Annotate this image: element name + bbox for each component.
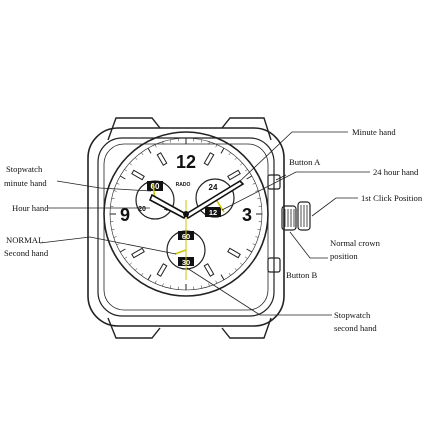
minute-tick	[255, 236, 259, 238]
minute-tick	[129, 262, 132, 266]
main-hands	[148, 179, 245, 280]
label-normal-crown-2: position	[330, 251, 358, 261]
minute-tick	[169, 285, 172, 289]
minute-tick	[228, 272, 231, 276]
label-minute-hand: Minute hand	[352, 127, 396, 137]
minute-tick	[252, 182, 256, 185]
svg-text:20: 20	[138, 206, 146, 213]
label-stopwatch-second-1: Stopwatch	[334, 310, 371, 320]
crown-normal	[281, 205, 297, 231]
numeral-12: 12	[176, 152, 196, 172]
minute-tick	[234, 157, 238, 160]
minute-tick	[228, 152, 231, 156]
svg-text:60: 60	[151, 182, 160, 191]
minute-tick	[257, 197, 261, 200]
minute-tick	[111, 197, 115, 200]
minute-tick	[113, 190, 117, 192]
minute-tick	[116, 182, 120, 185]
minute-tick	[129, 162, 132, 166]
minute-tick	[134, 157, 138, 160]
minute-tick	[147, 147, 152, 154]
minute-tick	[208, 141, 210, 145]
minute-tick	[215, 144, 218, 148]
minute-tick	[154, 144, 157, 148]
label-normal-second-2: Second hand	[4, 248, 49, 258]
watch-dial: 12 3 9 RADO 60 20 40 24 12 60 30	[103, 131, 269, 297]
svg-text:12: 12	[209, 208, 217, 217]
minute-tick	[119, 175, 126, 180]
leader-lines	[39, 131, 370, 316]
minute-tick	[147, 274, 152, 281]
minute-tick	[244, 169, 248, 172]
label-stopwatch-second-2: second hand	[334, 323, 377, 333]
minute-tick	[234, 268, 238, 271]
minute-tick	[246, 175, 253, 180]
hour-indices	[131, 152, 241, 277]
minute-ticks	[110, 138, 262, 290]
minute-tick	[220, 147, 225, 154]
button-a	[267, 174, 281, 190]
minute-tick	[119, 248, 126, 253]
label-normal-crown-1: Normal crown	[330, 238, 381, 248]
label-button-b: Button B	[286, 270, 318, 280]
minute-tick	[141, 152, 144, 156]
minute-tick	[246, 248, 253, 253]
minute-tick	[169, 139, 172, 143]
minute-tick	[240, 262, 243, 266]
label-stopwatch-minute-hand-1: Stopwatch	[6, 164, 43, 174]
button-b	[267, 257, 281, 273]
minute-tick	[124, 256, 128, 259]
minute-tick	[200, 285, 203, 289]
minute-tick	[113, 236, 117, 238]
minute-tick	[252, 243, 256, 246]
minute-tick	[257, 228, 261, 231]
minute-tick	[200, 139, 203, 143]
minute-tick	[111, 228, 115, 231]
minute-tick	[208, 283, 210, 287]
label-stopwatch-minute-hand-2: minute hand	[4, 178, 47, 188]
numeral-3: 3	[242, 205, 252, 225]
minute-tick	[154, 280, 157, 284]
minute-tick	[162, 283, 164, 287]
label-hour-hand: Hour hand	[12, 203, 49, 213]
minute-tick	[141, 272, 144, 276]
label-button-a: Button A	[289, 157, 321, 167]
normal-second-hand	[174, 249, 187, 255]
minute-tick	[244, 256, 248, 259]
numeral-9: 9	[120, 205, 130, 225]
label-normal-second-1: NORMAL	[6, 235, 43, 245]
crown-assembly	[267, 174, 311, 273]
brand-logo: RADO	[176, 182, 191, 188]
label-first-click-position: 1st Click Position	[361, 193, 423, 203]
minute-tick	[220, 274, 225, 281]
minute-tick	[255, 190, 259, 192]
svg-text:24: 24	[209, 183, 218, 192]
minute-tick	[116, 243, 120, 246]
crown-first-click	[297, 201, 311, 231]
minute-tick	[162, 141, 164, 145]
label-24-hour-hand: 24 hour hand	[373, 167, 419, 177]
minute-tick	[215, 280, 218, 284]
minute-tick	[134, 268, 138, 271]
minute-tick	[124, 169, 128, 172]
minute-tick	[240, 162, 243, 166]
callout-labels: Minute hand Button A 24 hour hand Stopwa…	[4, 127, 423, 333]
